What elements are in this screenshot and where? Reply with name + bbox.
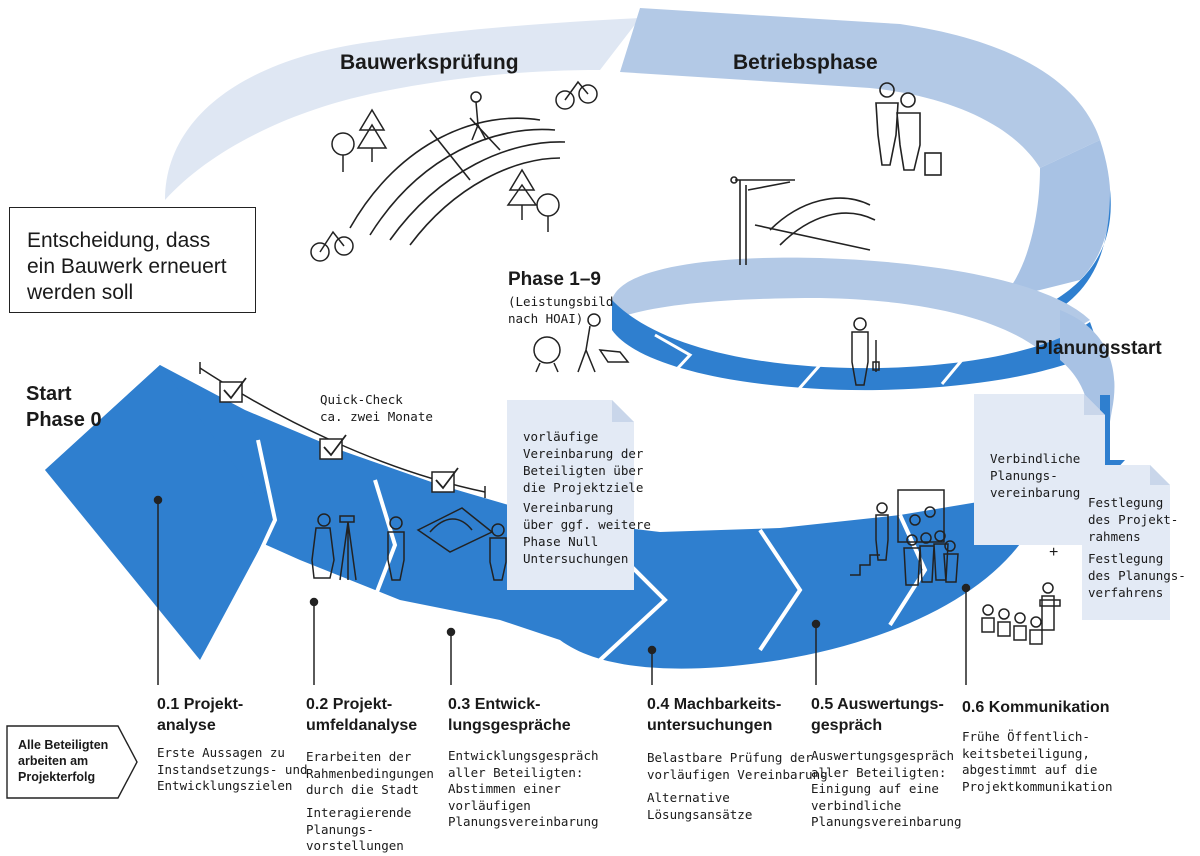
step-0-2-title: 0.2 Projekt- umfeldanalyse (306, 696, 418, 734)
alle-beteiligten-box (6, 725, 138, 799)
tree-icon (331, 108, 560, 232)
note-vorlaeufig-1: vorläufige Vereinbarung der Beteiligten … (523, 429, 644, 495)
note-festlegung-1: Festlegung des Projekt- rahmens (1088, 495, 1179, 544)
decision-box: Entscheidung, dass ein Bauwerk erneuert … (9, 207, 256, 313)
note-festlegung-2: Festlegung des Planungs- verfahrens (1088, 551, 1186, 600)
phase0-sep-4 (758, 528, 803, 652)
step-0-4-title: 0.4 Machbarkeits- untersuchungen (647, 696, 782, 734)
people-group-icon (875, 82, 942, 176)
crane-bridge-icon (730, 176, 876, 265)
label-phase-1-9-sub: (Leistungsbild nach HOAI) (508, 294, 614, 326)
step-0-6-title: 0.6 Kommunikation (962, 699, 1110, 716)
upper-band-arrow (620, 8, 1100, 168)
right-band-dark (1040, 190, 1111, 320)
alle-beteiligten-text: Alle Beteiligten arbeiten am Projekterfo… (18, 738, 109, 784)
upper-band (165, 18, 640, 200)
note-doc-1 (507, 400, 634, 590)
step-0-5-desc: Auswertungsgespräch aller Beteiligten: E… (811, 748, 962, 829)
step-0-1-desc: Erste Aussagen zu Instandsetzungs- und E… (157, 745, 308, 793)
phase0-sep-1 (243, 439, 278, 586)
step-0-4-desc: Belastbare Prüfung der vorläufigen Verei… (647, 750, 828, 782)
inner-ring-back (612, 257, 1090, 350)
construction-worker-icon (533, 313, 880, 386)
label-bauwerkspruefung: Bauwerksprüfung (340, 51, 519, 74)
note-doc-2 (974, 394, 1105, 545)
step-0-2-desc2: Interagierende Planungs- vorstellungen (306, 805, 412, 853)
inner-chevron-2 (789, 343, 823, 391)
label-start-phase0: Start Phase 0 (26, 383, 102, 431)
step-0-3-title: 0.3 Entwick- lungsgespräche (448, 696, 571, 734)
presentation-icon (850, 489, 959, 586)
decision-text: Entscheidung, dass ein Bauwerk erneuert … (27, 229, 227, 304)
check-box-icon (219, 381, 455, 493)
label-quickcheck: Quick-Check ca. zwei Monate (320, 392, 433, 424)
inner-ring-front (612, 300, 1100, 391)
right-band (1000, 140, 1111, 300)
label-betriebsphase: Betriebsphase (733, 51, 878, 74)
label-planungsstart: Planungsstart (1035, 338, 1162, 359)
plus-sign: + (1049, 544, 1059, 561)
audience-icon (981, 582, 1061, 645)
cyclist-icon (310, 80, 598, 262)
inner-chevron-1 (654, 333, 693, 384)
note-vorlaeufig-2: Vereinbarung über ggf. weitere Phase Nul… (523, 500, 651, 566)
surveyor-icon (311, 513, 357, 581)
planner-icon (387, 507, 507, 581)
person-on-bridge-icon (470, 91, 487, 141)
phase0-sep-2 (368, 479, 398, 611)
inner-chevron-3 (934, 338, 965, 385)
step-0-3-desc: Entwicklungsgespräch aller Beteiligten: … (448, 748, 599, 829)
check-mark-icon (223, 377, 459, 490)
step-0-1-title: 0.1 Projekt- analyse (157, 696, 244, 734)
step-0-5-title: 0.5 Auswertungs- gespräch (811, 696, 944, 734)
bridge-illustration (349, 117, 566, 246)
label-phase-1-9: Phase 1–9 (508, 269, 601, 290)
phase0-chevron-1 (45, 365, 275, 660)
step-0-4-desc2: Alternative Lösungsansätze (647, 790, 753, 822)
note-verbindlich: Verbindliche Planungs- vereinbarung (990, 451, 1081, 500)
step-leader-lines (153, 495, 971, 685)
step-0-6-desc: Frühe Öffentlich- keitsbeteiligung, abge… (962, 729, 1113, 794)
phase0-sep-5 (888, 514, 928, 627)
note-doc-3 (1082, 465, 1170, 620)
step-0-2-desc: Erarbeiten der Rahmenbedingungen durch d… (306, 749, 434, 797)
